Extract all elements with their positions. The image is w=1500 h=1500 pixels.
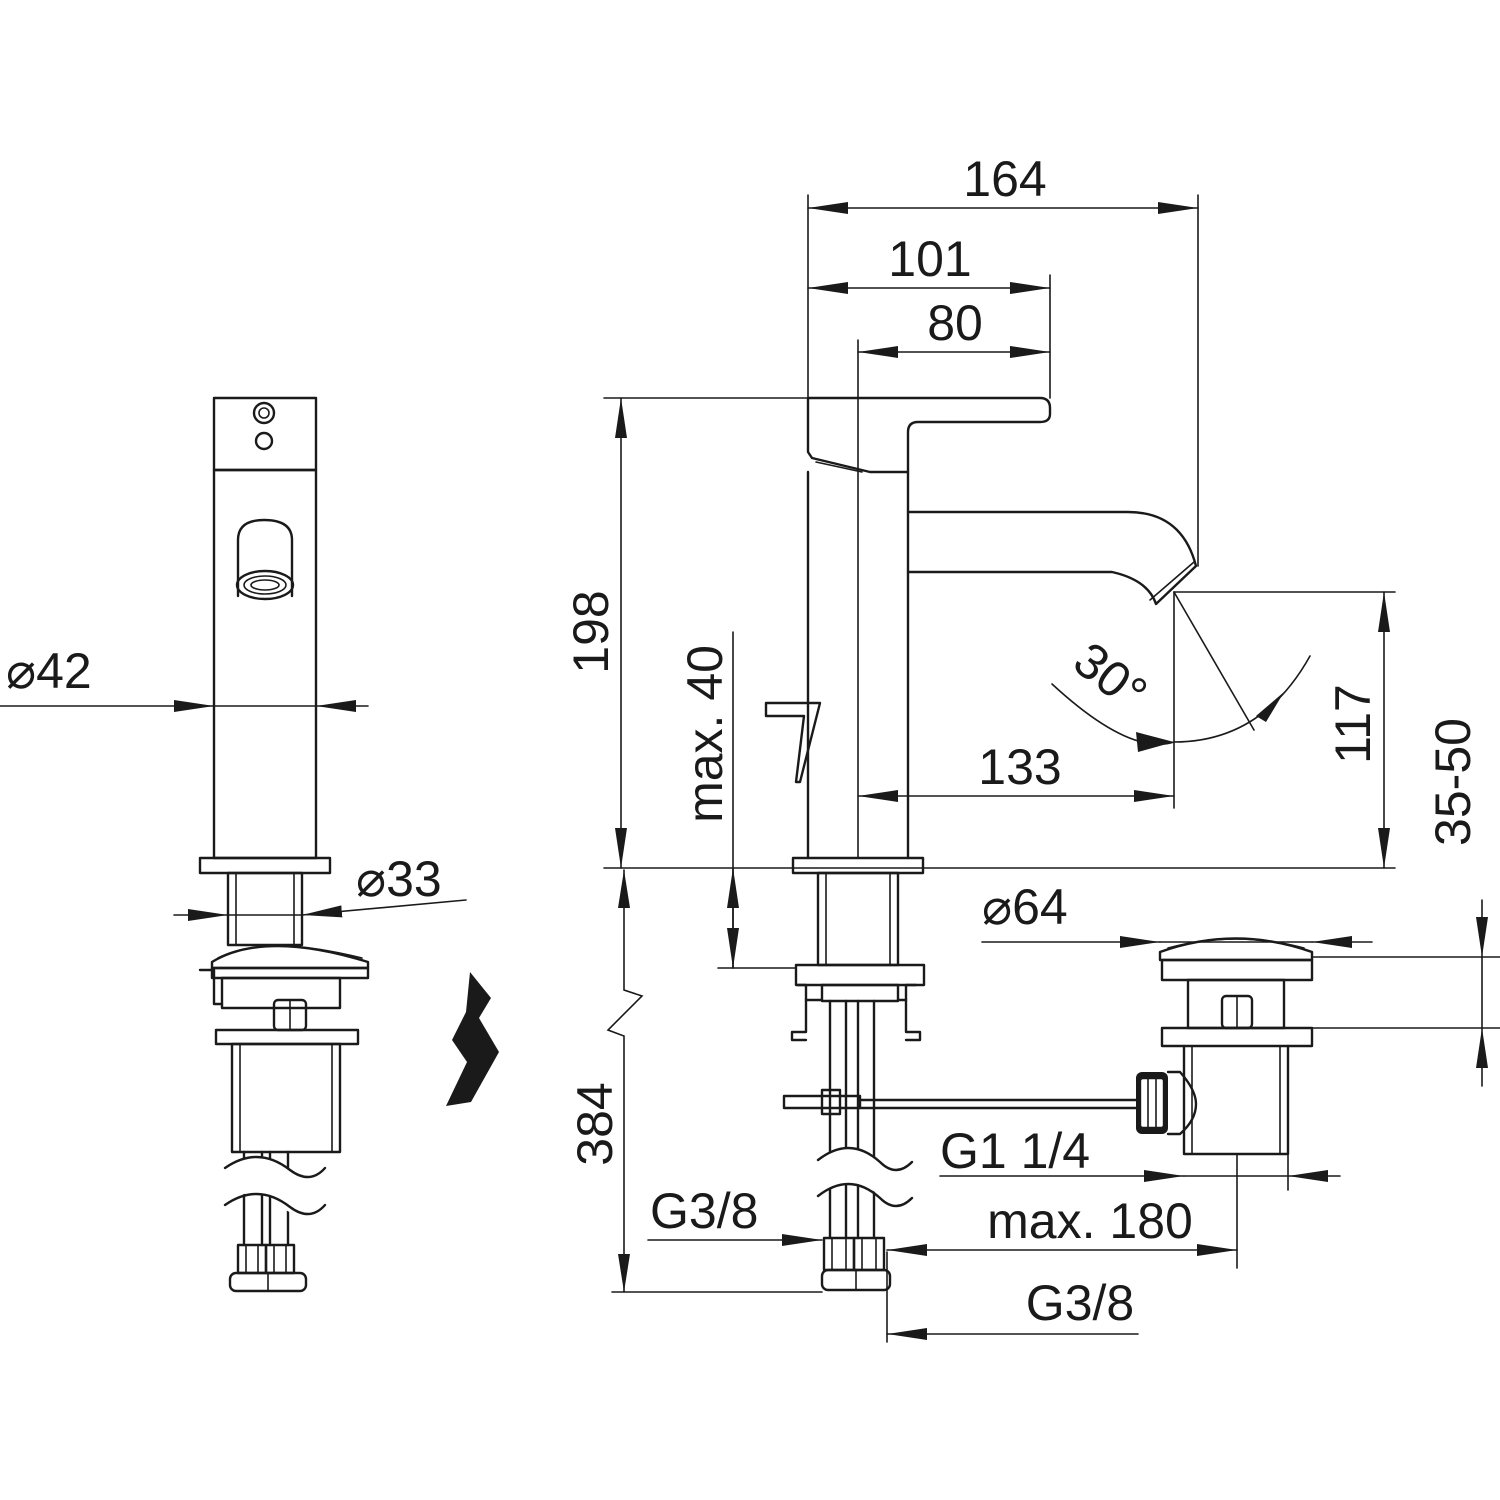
label-dia-33: ⌀33 bbox=[356, 851, 442, 907]
waste-assembly bbox=[1136, 937, 1314, 1156]
side-view bbox=[764, 396, 1198, 1292]
label-dia-64: ⌀64 bbox=[982, 879, 1068, 935]
front-waste-nut bbox=[220, 976, 342, 1010]
waste-flange-nut bbox=[1160, 1026, 1314, 1048]
label-35-50: 35-50 bbox=[1425, 718, 1481, 846]
side-pop-up-lever bbox=[764, 701, 822, 784]
label-g38-right: G3/8 bbox=[1026, 1275, 1134, 1331]
label-30-degrees: 30° bbox=[1063, 631, 1157, 722]
front-break-line bbox=[223, 1155, 327, 1179]
side-handle bbox=[806, 396, 1052, 474]
front-cap-screw-icon bbox=[252, 401, 276, 425]
front-hose-nut-right bbox=[264, 1243, 296, 1275]
front-hose-nut-left bbox=[236, 1243, 268, 1275]
label-dia-42: ⌀42 bbox=[6, 643, 92, 699]
front-waste-body bbox=[230, 1042, 342, 1154]
waste-body bbox=[1182, 1044, 1290, 1156]
side-hose-nut-right bbox=[852, 1236, 886, 1272]
label-198: 198 bbox=[563, 590, 619, 673]
side-base-plate bbox=[791, 856, 925, 875]
front-waste-plug bbox=[210, 944, 370, 970]
front-shank bbox=[226, 871, 304, 947]
dim-line-384 bbox=[606, 869, 644, 1293]
side-spout bbox=[906, 510, 1198, 606]
front-spout bbox=[236, 518, 294, 598]
label-max-180: max. 180 bbox=[987, 1193, 1193, 1249]
front-view bbox=[198, 396, 370, 1293]
label-133: 133 bbox=[978, 739, 1061, 795]
label-384: 384 bbox=[567, 1082, 623, 1165]
label-117: 117 bbox=[1325, 684, 1381, 764]
side-break-line bbox=[816, 1146, 914, 1172]
label-g114: G1 1/4 bbox=[940, 1123, 1090, 1179]
label-164: 164 bbox=[963, 151, 1046, 207]
label-101: 101 bbox=[888, 231, 971, 287]
label-g38-left: G3/8 bbox=[650, 1183, 758, 1239]
front-body bbox=[212, 468, 318, 860]
front-base-plate bbox=[198, 856, 332, 875]
side-shank bbox=[816, 871, 900, 967]
side-fixing-plate bbox=[794, 963, 926, 987]
side-hose-nut-left bbox=[822, 1236, 856, 1272]
label-80: 80 bbox=[927, 295, 983, 351]
label-max-40: max. 40 bbox=[677, 645, 733, 823]
front-aerator bbox=[235, 569, 295, 601]
dimensions: 164 101 80 198 max. 40 133 30° 117 35-50 bbox=[0, 151, 1500, 1343]
lightning-icon bbox=[446, 972, 499, 1106]
